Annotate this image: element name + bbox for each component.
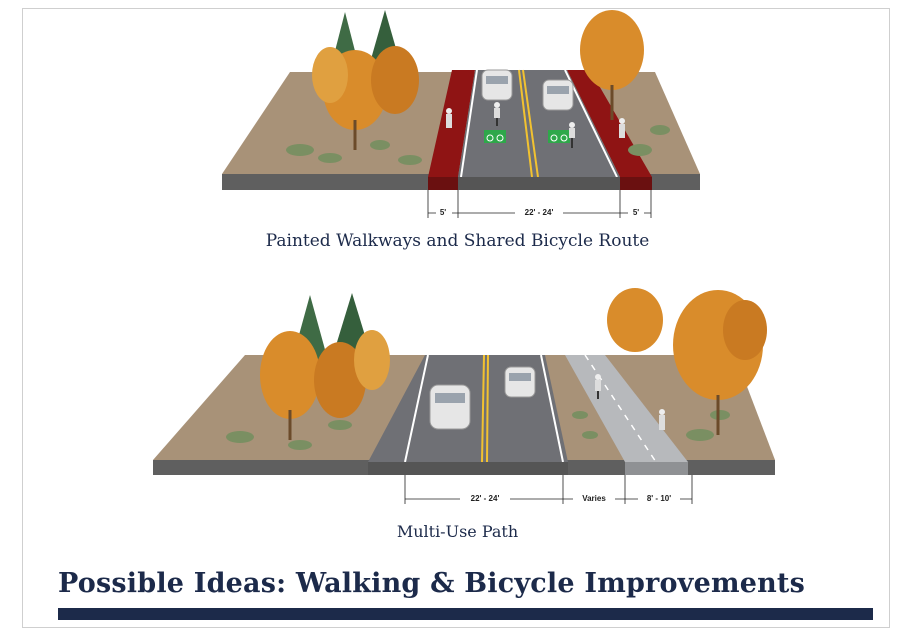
dim-label-buffer: Varies	[582, 494, 606, 503]
pedestrian-icon	[619, 118, 625, 138]
dim-label-roadway: 22' - 24'	[471, 494, 500, 503]
caption-painted-walkways: Painted Walkways and Shared Bicycle Rout…	[265, 231, 650, 251]
dim-label-roadway: 22' - 24'	[525, 208, 554, 217]
title-underline-bar	[58, 608, 873, 620]
top-street-section-diagram: 5' 22' - 24' 5'	[0, 0, 915, 230]
car-icon	[429, 384, 471, 430]
bike-marking-icon	[548, 130, 570, 143]
page-title: Possible Ideas: Walking & Bicycle Improv…	[58, 568, 805, 599]
deciduous-tree-icon	[607, 288, 767, 435]
dim-label-left-walkway: 5'	[440, 208, 446, 217]
deciduous-tree-icon	[260, 330, 390, 440]
car-icon	[481, 69, 513, 101]
cyclist-icon	[494, 102, 500, 126]
cyclist-icon	[569, 122, 575, 148]
bike-marking-icon	[484, 130, 506, 143]
deciduous-tree-icon	[312, 46, 419, 150]
dim-label-path: 8' - 10'	[647, 494, 671, 503]
caption-multi-use-path: Multi-Use Path	[396, 522, 519, 541]
car-icon	[504, 366, 536, 398]
bottom-street-section-diagram: 22' - 24' Varies 8' - 10'	[0, 285, 915, 520]
shrub-cluster	[286, 125, 670, 165]
car-icon	[542, 79, 574, 111]
pedestrian-icon	[659, 409, 665, 430]
shrub-cluster	[226, 410, 730, 450]
cyclist-icon	[595, 374, 601, 399]
dim-label-right-walkway: 5'	[633, 208, 639, 217]
slide-frame	[22, 8, 890, 628]
pedestrian-icon	[446, 108, 452, 128]
deciduous-tree-icon	[580, 10, 644, 120]
